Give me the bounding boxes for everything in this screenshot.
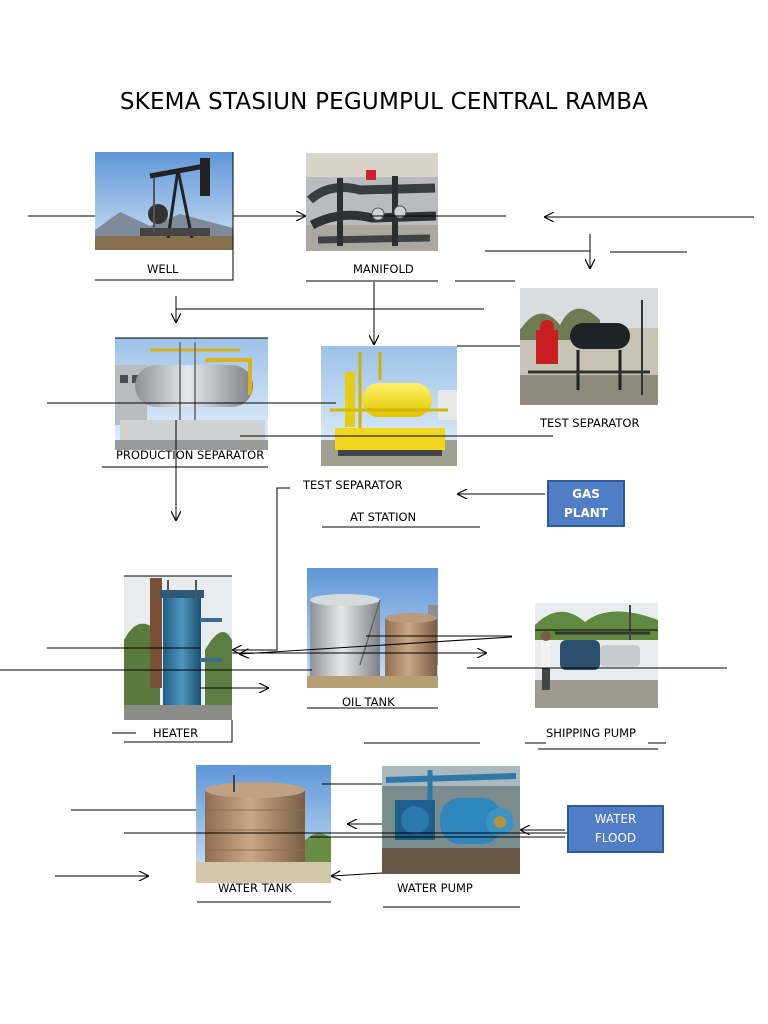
water-flood-line-1: WATER [594, 812, 637, 826]
test-separator-label: TEST SEPARATOR [540, 416, 640, 430]
water-pump-label: WATER PUMP [397, 881, 473, 895]
connector-lines [0, 152, 754, 908]
shipping-pump-photo-icon [535, 603, 658, 708]
production-separator-photo-icon [115, 338, 268, 450]
gas-plant-box: GAS PLANT [547, 480, 625, 527]
gas-plant-line-2: PLANT [564, 505, 608, 520]
well-photo-icon [95, 152, 233, 250]
oil-tank-label: OIL TANK [342, 695, 395, 709]
water-tank-photo-icon [196, 765, 331, 883]
page-title: SKEMA STASIUN PEGUMPUL CENTRAL RAMBA [119, 89, 649, 115]
production-separator-label: PRODUCTION SEPARATOR [116, 448, 265, 462]
water-flood-line-2: FLOOD [594, 831, 637, 845]
test-separator-photo-icon [520, 288, 658, 405]
well-label: WELL [147, 262, 179, 276]
test-separator-yellow-photo-icon [321, 346, 457, 466]
gas-plant-line-1: GAS [572, 486, 600, 501]
water-tank-label: WATER TANK [218, 881, 292, 895]
oil-tank-photo-icon [307, 568, 438, 688]
shipping-pump-label: SHIPPING PUMP [546, 726, 636, 740]
manifold-photo-icon [306, 153, 438, 251]
at-station-label: AT STATION [350, 510, 417, 524]
manifold-label: MANIFOLD [353, 262, 414, 276]
water-pump-photo-icon [382, 766, 520, 874]
heater-label: HEATER [153, 726, 199, 740]
water-flood-box: WATER FLOOD [567, 805, 664, 853]
test-separator-station-label: TEST SEPARATOR [303, 478, 403, 492]
